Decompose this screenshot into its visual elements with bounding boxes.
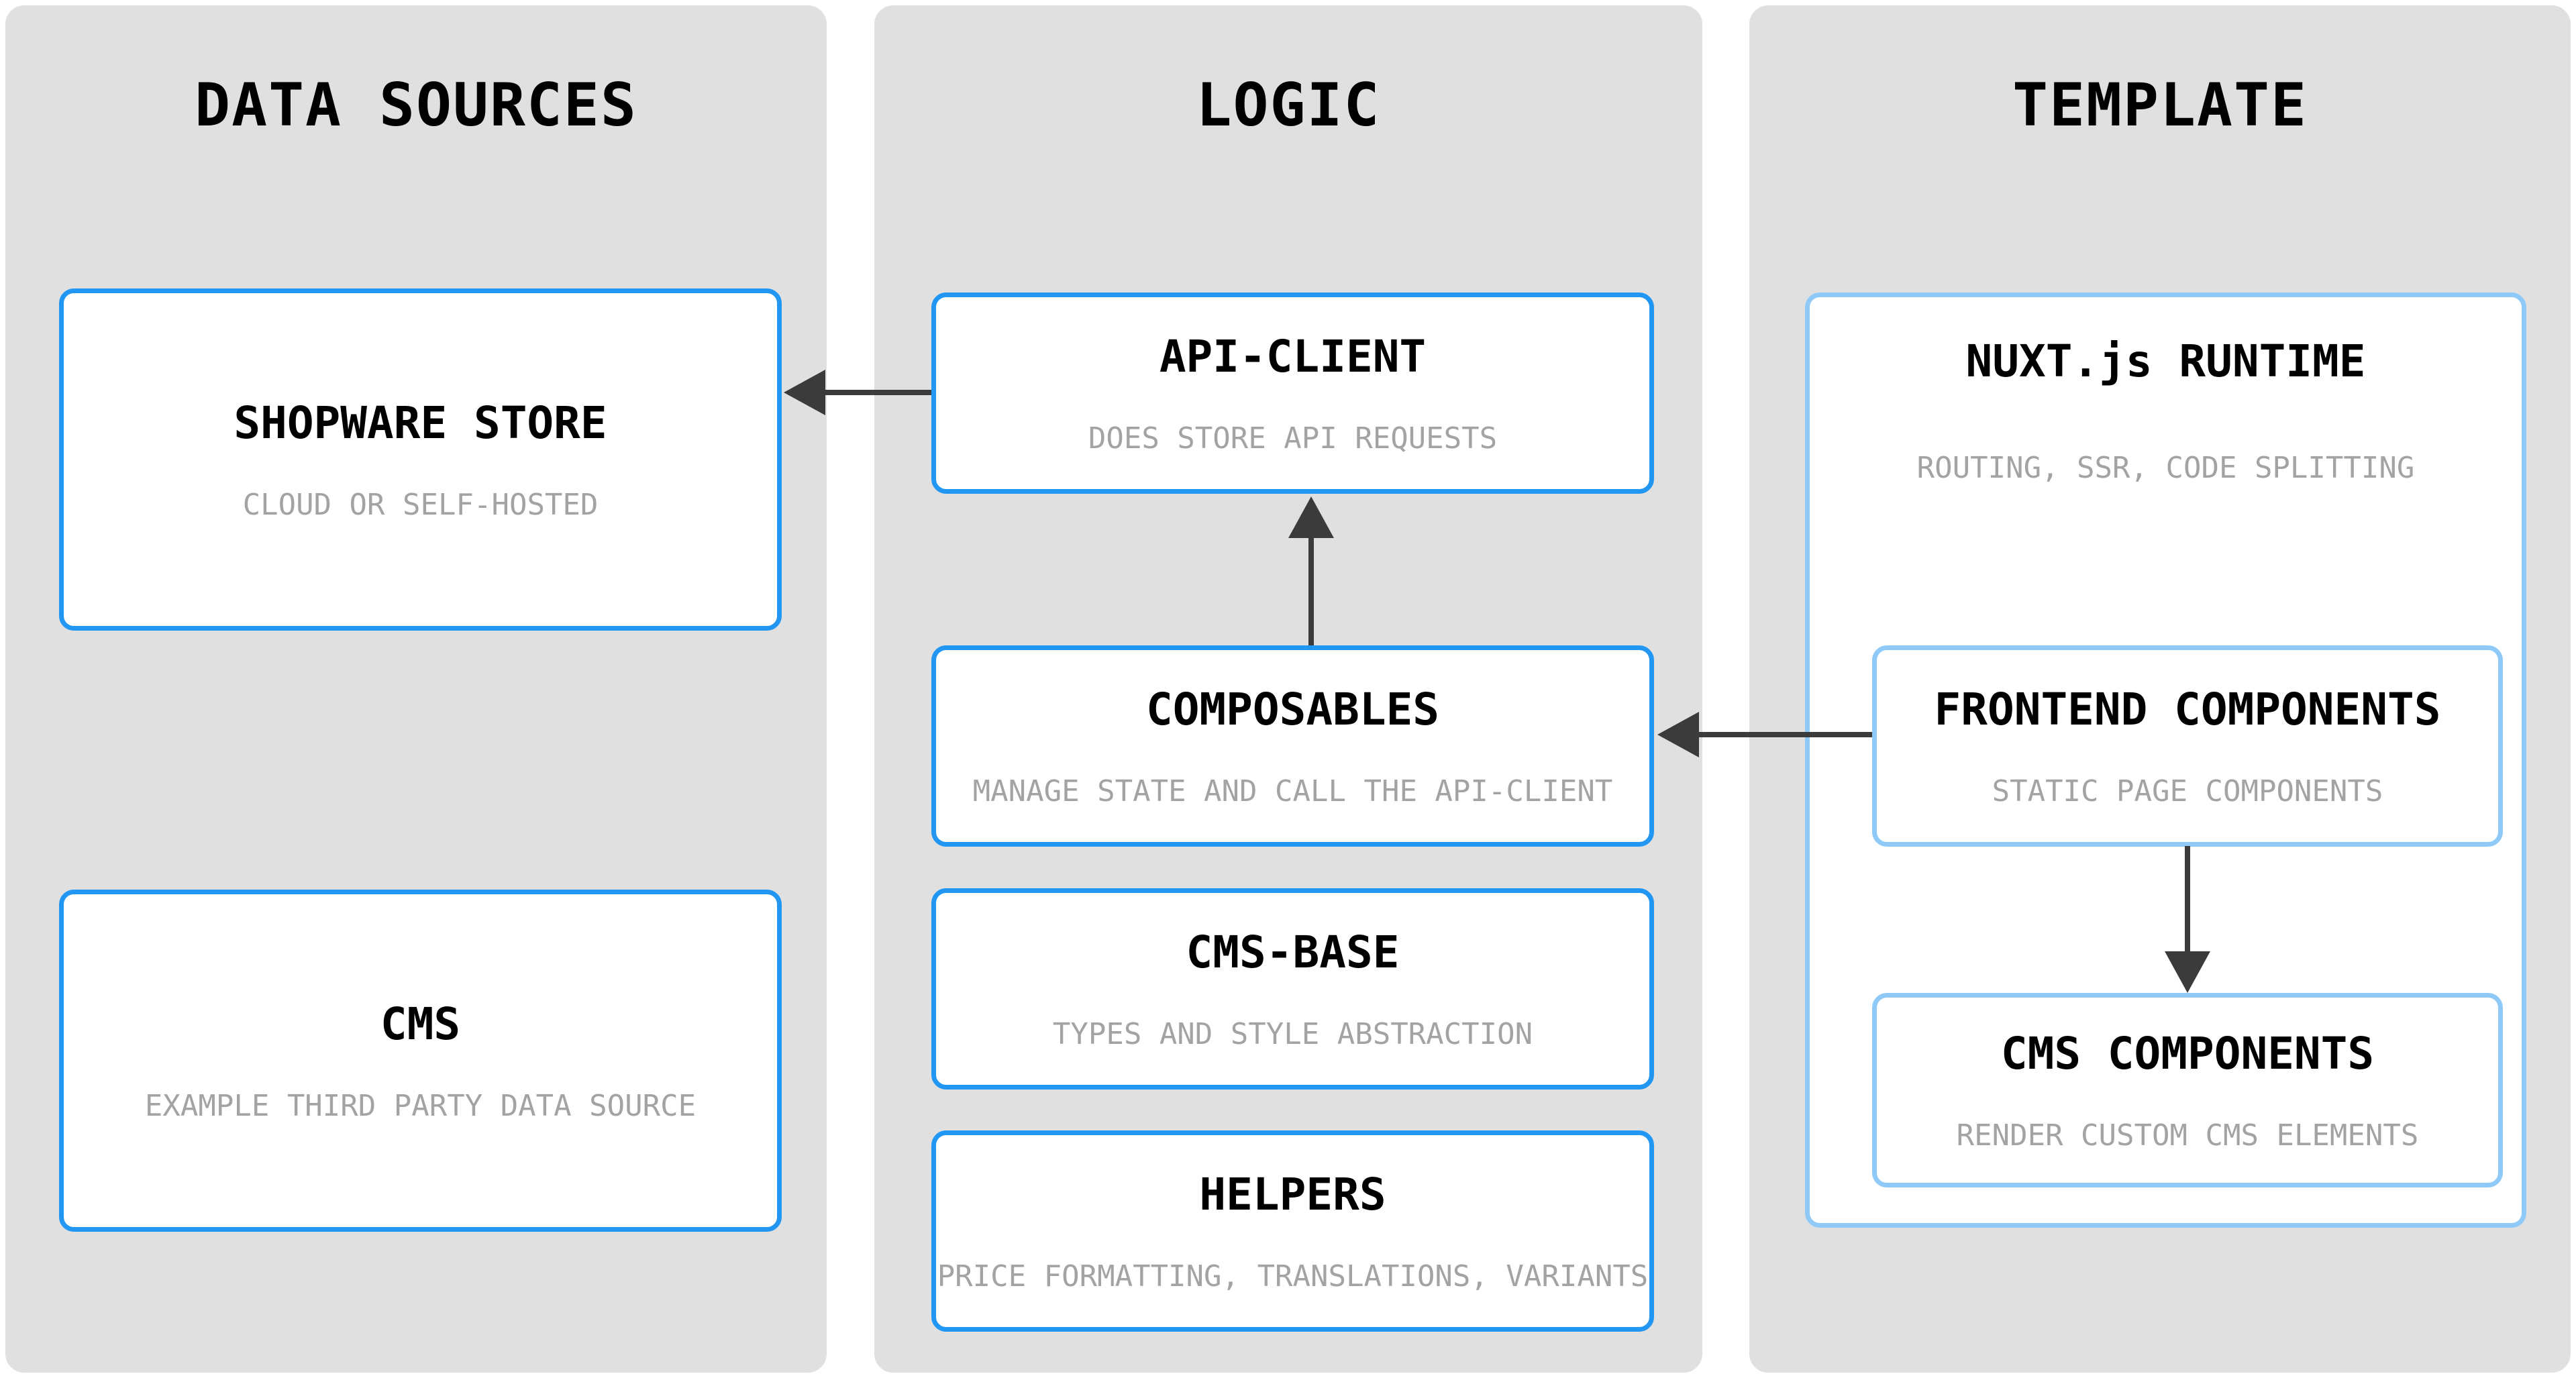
box-title-nuxt-runtime: NUXT.js RUNTIME — [1965, 335, 2366, 387]
box-title-cms: CMS — [380, 998, 461, 1050]
arrow-api-client-to-shopware-head-icon — [784, 370, 825, 415]
box-cms-base: CMS-BASE TYPES AND STYLE ABSTRACTION — [931, 888, 1654, 1090]
box-title-helpers: HELPERS — [1199, 1168, 1386, 1220]
box-title-shopware-store: SHOPWARE STORE — [234, 396, 607, 449]
box-title-composables: COMPOSABLES — [1145, 683, 1440, 735]
arrow-api-client-to-shopware-line — [823, 390, 931, 395]
column-logic: LOGIC API-CLIENT DOES STORE API REQUESTS… — [874, 5, 1702, 1373]
arrow-frontend-to-composables-head-icon — [1657, 712, 1699, 757]
box-api-client: API-CLIENT DOES STORE API REQUESTS — [931, 293, 1654, 494]
box-cms: CMS EXAMPLE THIRD PARTY DATA SOURCE — [59, 890, 782, 1232]
column-title-data-sources: DATA SOURCES — [195, 70, 637, 140]
box-title-cms-components: CMS COMPONENTS — [2000, 1027, 2375, 1079]
box-subtitle-helpers: PRICE FORMATTING, TRANSLATIONS, VARIANTS — [937, 1259, 1649, 1293]
box-subtitle-shopware-store: CLOUD OR SELF-HOSTED — [242, 487, 599, 522]
box-subtitle-cms-components: RENDER CUSTOM CMS ELEMENTS — [1956, 1118, 2419, 1153]
box-subtitle-nuxt-runtime: ROUTING, SSR, CODE SPLITTING — [1916, 451, 2415, 486]
box-subtitle-cms-base: TYPES AND STYLE ABSTRACTION — [1052, 1016, 1533, 1051]
box-nuxt-runtime: NUXT.js RUNTIME ROUTING, SSR, CODE SPLIT… — [1805, 293, 2526, 1228]
box-subtitle-composables: MANAGE STATE AND CALL THE API-CLIENT — [972, 774, 1613, 808]
box-frontend-components: FRONTEND COMPONENTS STATIC PAGE COMPONEN… — [1872, 645, 2503, 847]
column-title-template: TEMPLATE — [2012, 70, 2308, 140]
box-composables: COMPOSABLES MANAGE STATE AND CALL THE AP… — [931, 645, 1654, 847]
column-data-sources: DATA SOURCES SHOPWARE STORE CLOUD OR SEL… — [5, 5, 827, 1373]
box-subtitle-frontend-components: STATIC PAGE COMPONENTS — [1992, 774, 2383, 808]
arrow-composables-to-api-client-line — [1308, 535, 1314, 645]
arrow-frontend-to-cms-components-line — [2185, 846, 2190, 953]
arrow-frontend-to-cms-components-head-icon — [2165, 951, 2210, 993]
box-title-api-client: API-CLIENT — [1159, 330, 1427, 382]
arrow-composables-to-api-client-head-icon — [1288, 496, 1334, 538]
box-title-frontend-components: FRONTEND COMPONENTS — [1934, 683, 2441, 735]
column-title-logic: LOGIC — [1196, 70, 1381, 140]
box-subtitle-api-client: DOES STORE API REQUESTS — [1088, 421, 1498, 456]
arrow-frontend-to-composables-line — [1696, 732, 1872, 737]
box-shopware-store: SHOPWARE STORE CLOUD OR SELF-HOSTED — [59, 288, 782, 631]
box-title-cms-base: CMS-BASE — [1186, 926, 1400, 978]
column-template: TEMPLATE NUXT.js RUNTIME ROUTING, SSR, C… — [1749, 5, 2571, 1373]
box-subtitle-cms: EXAMPLE THIRD PARTY DATA SOURCE — [144, 1088, 697, 1123]
box-helpers: HELPERS PRICE FORMATTING, TRANSLATIONS, … — [931, 1130, 1654, 1332]
box-cms-components: CMS COMPONENTS RENDER CUSTOM CMS ELEMENT… — [1872, 993, 2503, 1187]
